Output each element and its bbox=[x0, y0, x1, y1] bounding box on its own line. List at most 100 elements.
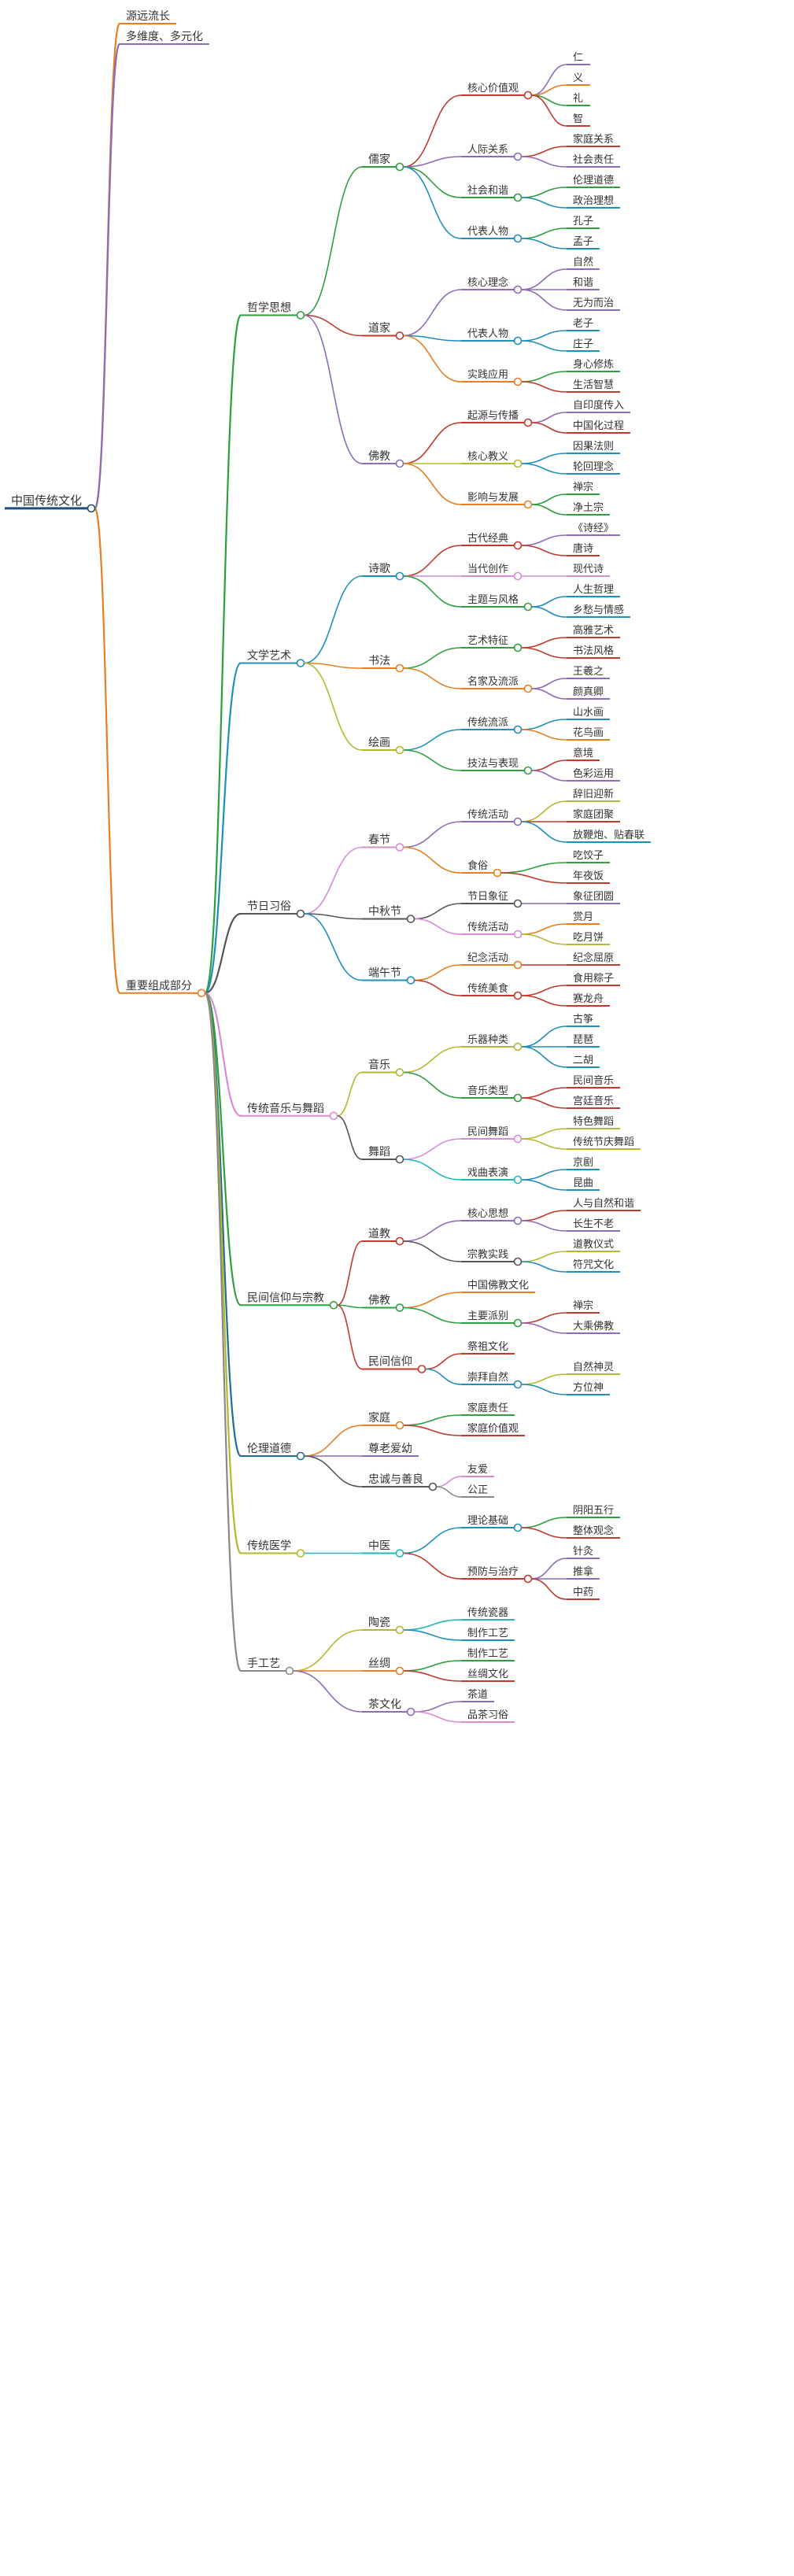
mindmap-node-label[interactable]: 政治理想 bbox=[573, 194, 614, 207]
collapse-toggle-icon[interactable] bbox=[523, 684, 533, 693]
mindmap-node-label[interactable]: 方位神 bbox=[573, 1381, 604, 1394]
mindmap-node-label[interactable]: 诗歌 bbox=[368, 563, 390, 575]
mindmap-node-label[interactable]: 音乐 bbox=[368, 1059, 390, 1072]
mindmap-node-label[interactable]: 放鞭炮、贴春联 bbox=[573, 830, 644, 841]
collapse-toggle-icon[interactable] bbox=[296, 1451, 305, 1461]
mindmap-node-label[interactable]: 核心价值观 bbox=[467, 82, 519, 94]
collapse-toggle-icon[interactable] bbox=[513, 1380, 523, 1389]
collapse-toggle-icon[interactable] bbox=[513, 336, 523, 346]
mindmap-node-label[interactable]: 传统瓷器 bbox=[467, 1607, 508, 1619]
mindmap-node-label[interactable]: 友爱 bbox=[467, 1463, 488, 1476]
mindmap-node-label[interactable]: 传统活动 bbox=[467, 809, 508, 821]
collapse-toggle-icon[interactable] bbox=[523, 500, 533, 509]
mindmap-node-label[interactable]: 社会责任 bbox=[573, 153, 614, 166]
mindmap-node-label[interactable]: 家庭责任 bbox=[467, 1402, 508, 1414]
mindmap-node-label[interactable]: 核心理念 bbox=[467, 276, 508, 289]
mindmap-node-label[interactable]: 孔子 bbox=[573, 216, 593, 227]
collapse-toggle-icon[interactable] bbox=[395, 1303, 404, 1312]
mindmap-node-label[interactable]: 核心思想 bbox=[467, 1207, 508, 1220]
collapse-toggle-icon[interactable] bbox=[513, 643, 523, 652]
mindmap-node-label[interactable]: 食俗 bbox=[467, 859, 488, 872]
collapse-toggle-icon[interactable] bbox=[395, 1666, 404, 1676]
mindmap-node-label[interactable]: 智 bbox=[573, 113, 583, 125]
collapse-toggle-icon[interactable] bbox=[513, 930, 523, 939]
collapse-toggle-icon[interactable] bbox=[87, 504, 96, 513]
mindmap-node-label[interactable]: 陶瓷 bbox=[368, 1617, 390, 1629]
mindmap-node-label[interactable]: 禅宗 bbox=[573, 481, 593, 493]
mindmap-node-label[interactable]: 二胡 bbox=[573, 1055, 593, 1066]
collapse-toggle-icon[interactable] bbox=[513, 1175, 523, 1185]
mindmap-node-label[interactable]: 象征团圆 bbox=[573, 891, 614, 903]
mindmap-node-label[interactable]: 吃月饼 bbox=[573, 931, 604, 944]
collapse-toggle-icon[interactable] bbox=[395, 1155, 404, 1164]
mindmap-node-label[interactable]: 技法与表现 bbox=[467, 758, 519, 770]
mindmap-node-label[interactable]: 生活智慧 bbox=[573, 379, 614, 391]
mindmap-node-label[interactable]: 禅宗 bbox=[573, 1299, 593, 1312]
collapse-toggle-icon[interactable] bbox=[406, 1707, 415, 1717]
mindmap-node-label[interactable]: 书法风格 bbox=[573, 645, 614, 657]
mindmap-node-label[interactable]: 忠诚与善良 bbox=[368, 1473, 423, 1486]
mindmap-node-label[interactable]: 整体观念 bbox=[573, 1525, 614, 1537]
mindmap-node-label[interactable]: 民间信仰 bbox=[368, 1356, 412, 1369]
mindmap-node-label[interactable]: 茶文化 bbox=[368, 1698, 401, 1711]
collapse-toggle-icon[interactable] bbox=[493, 868, 502, 878]
mindmap-node-label[interactable]: 中医 bbox=[368, 1540, 390, 1553]
collapse-toggle-icon[interactable] bbox=[523, 766, 533, 775]
mindmap-node-label[interactable]: 纪念屈原 bbox=[573, 952, 614, 964]
mindmap-node-label[interactable]: 昆曲 bbox=[573, 1177, 593, 1189]
mindmap-node-label[interactable]: 品茶习俗 bbox=[467, 1709, 508, 1721]
mindmap-node-label[interactable]: 佛教 bbox=[368, 450, 390, 463]
mindmap-node-label[interactable]: 自印度传入 bbox=[573, 399, 624, 412]
mindmap-node-label[interactable]: 礼 bbox=[573, 92, 583, 105]
collapse-toggle-icon[interactable] bbox=[513, 1216, 523, 1225]
collapse-toggle-icon[interactable] bbox=[513, 285, 523, 294]
mindmap-node-label[interactable]: 主要派别 bbox=[467, 1310, 508, 1322]
collapse-toggle-icon[interactable] bbox=[513, 152, 523, 161]
collapse-toggle-icon[interactable] bbox=[285, 1666, 294, 1676]
collapse-toggle-icon[interactable] bbox=[513, 725, 523, 734]
mindmap-node-label[interactable]: 高雅艺术 bbox=[573, 624, 614, 637]
mindmap-node-label[interactable]: 王羲之 bbox=[573, 666, 604, 678]
mindmap-node-label[interactable]: 因果法则 bbox=[573, 441, 614, 453]
collapse-toggle-icon[interactable] bbox=[513, 960, 523, 970]
collapse-toggle-icon[interactable] bbox=[523, 602, 533, 612]
mindmap-node-label[interactable]: 自然 bbox=[573, 256, 593, 268]
mindmap-node-label[interactable]: 符咒文化 bbox=[573, 1258, 614, 1271]
mindmap-node-label[interactable]: 食用粽子 bbox=[573, 972, 614, 985]
mindmap-node-label[interactable]: 丝绸文化 bbox=[467, 1669, 508, 1680]
collapse-toggle-icon[interactable] bbox=[395, 571, 404, 581]
mindmap-node-label[interactable]: 身心修炼 bbox=[573, 358, 614, 371]
mindmap-node-label[interactable]: 家庭团聚 bbox=[573, 808, 614, 821]
collapse-toggle-icon[interactable] bbox=[513, 459, 523, 468]
collapse-toggle-icon[interactable] bbox=[296, 659, 305, 667]
mindmap-node-label[interactable]: 艺术特征 bbox=[467, 635, 508, 647]
mindmap-node-label[interactable]: 义 bbox=[573, 72, 583, 84]
mindmap-node-label[interactable]: 中药 bbox=[573, 1587, 593, 1598]
mindmap-node-label[interactable]: 手工艺 bbox=[247, 1658, 280, 1670]
collapse-toggle-icon[interactable] bbox=[395, 843, 404, 852]
collapse-toggle-icon[interactable] bbox=[513, 1257, 523, 1266]
mindmap-node-label[interactable]: 乐器种类 bbox=[467, 1034, 508, 1046]
mindmap-node-label[interactable]: 现代诗 bbox=[573, 564, 604, 575]
collapse-toggle-icon[interactable] bbox=[513, 1318, 523, 1328]
mindmap-node-label[interactable]: 传统活动 bbox=[467, 922, 508, 933]
mindmap-node-label[interactable]: 民间舞蹈 bbox=[467, 1126, 508, 1138]
mindmap-node-label[interactable]: 民间信仰与宗教 bbox=[247, 1292, 324, 1304]
mindmap-node-label[interactable]: 音乐类型 bbox=[467, 1085, 508, 1097]
mindmap-node-label[interactable]: 推拿 bbox=[573, 1565, 593, 1578]
collapse-toggle-icon[interactable] bbox=[395, 162, 404, 172]
mindmap-node-label[interactable]: 宗教实践 bbox=[467, 1248, 508, 1261]
mindmap-node-label[interactable]: 公正 bbox=[467, 1484, 488, 1496]
mindmap-node-label[interactable]: 绘画 bbox=[368, 737, 390, 749]
collapse-toggle-icon[interactable] bbox=[513, 817, 523, 826]
mindmap-node-label[interactable]: 大乘佛教 bbox=[573, 1320, 614, 1332]
collapse-toggle-icon[interactable] bbox=[428, 1482, 438, 1491]
mindmap-node-label[interactable]: 孟子 bbox=[573, 236, 593, 248]
mindmap-node-label[interactable]: 琵琶 bbox=[573, 1034, 593, 1046]
mindmap-node-label[interactable]: 戏曲表演 bbox=[467, 1166, 508, 1179]
mindmap-node-label[interactable]: 制作工艺 bbox=[467, 1648, 508, 1660]
mindmap-node-label[interactable]: 茶道 bbox=[467, 1688, 488, 1701]
mindmap-node-label[interactable]: 代表人物 bbox=[467, 328, 508, 340]
collapse-toggle-icon[interactable] bbox=[395, 663, 404, 673]
mindmap-node-label[interactable]: 重要组成部分 bbox=[126, 980, 192, 992]
